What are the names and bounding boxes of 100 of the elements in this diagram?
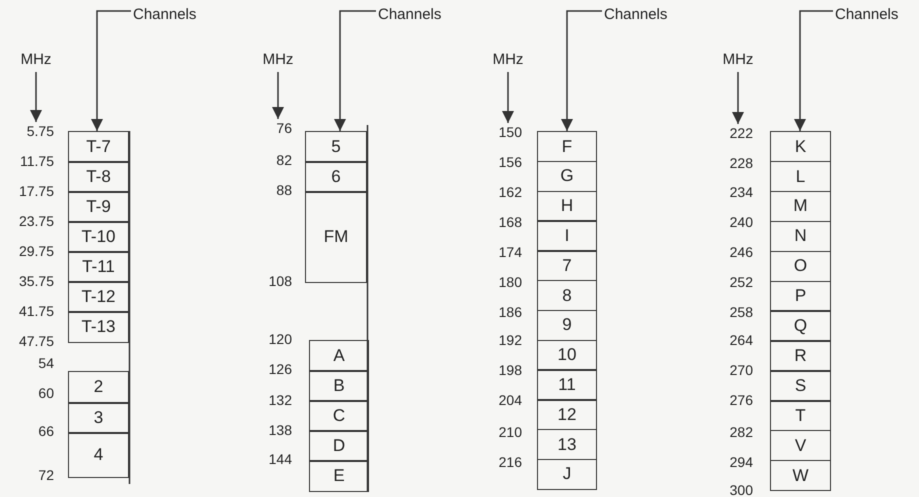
frequency-label: 162 bbox=[498, 184, 522, 200]
channel-box: 12 bbox=[537, 399, 597, 430]
frequency-label: 216 bbox=[498, 454, 522, 470]
axis-label: Channels bbox=[378, 6, 442, 24]
leader-arrow bbox=[91, 10, 131, 131]
channel-box: W bbox=[770, 460, 831, 492]
unit-label: MHz bbox=[262, 51, 294, 69]
frequency-label: 228 bbox=[730, 155, 753, 171]
arrow bbox=[732, 72, 744, 124]
leader-arrow bbox=[794, 10, 833, 131]
channel-box: H bbox=[537, 190, 597, 222]
frequency-label: 150 bbox=[498, 124, 522, 140]
frequency-label: 198 bbox=[498, 362, 522, 378]
channel-box: D bbox=[309, 430, 369, 462]
frequency-label: 258 bbox=[730, 304, 753, 320]
channel-box: O bbox=[770, 250, 831, 282]
leader-arrow bbox=[561, 10, 602, 131]
frequency-label: 264 bbox=[730, 332, 753, 348]
channel-box: T-8 bbox=[68, 161, 129, 192]
channel-box: 9 bbox=[537, 310, 597, 342]
leader-arrow bbox=[334, 10, 376, 131]
frequency-label: 210 bbox=[498, 424, 522, 440]
arrow bbox=[502, 72, 514, 123]
channel-box: Q bbox=[770, 310, 831, 342]
unit-label: MHz bbox=[20, 51, 52, 69]
channel-box: M bbox=[770, 190, 831, 222]
frequency-label: 222 bbox=[730, 125, 753, 141]
frequency-label: 234 bbox=[730, 184, 753, 200]
frequency-label: 276 bbox=[730, 392, 753, 408]
channel-box: R bbox=[770, 340, 831, 372]
frequency-label: 174 bbox=[498, 244, 522, 260]
frequency-label: 76 bbox=[276, 120, 292, 136]
channel-box: 7 bbox=[537, 250, 597, 282]
channel-box: T-13 bbox=[68, 311, 129, 342]
frequency-label: 204 bbox=[498, 392, 522, 408]
frequency-label: 54 bbox=[38, 355, 54, 371]
arrow bbox=[30, 72, 42, 122]
frequency-label: 138 bbox=[268, 422, 292, 438]
frequency-label: 60 bbox=[38, 385, 54, 401]
axis-label: Channels bbox=[835, 6, 898, 24]
channel-box: FM bbox=[305, 191, 367, 282]
frequency-label: 23.75 bbox=[18, 213, 54, 229]
frequency-label: 294 bbox=[730, 454, 753, 470]
unit-label: MHz bbox=[722, 51, 754, 69]
channel-box: T-9 bbox=[68, 191, 129, 222]
channel-box: T-11 bbox=[68, 251, 129, 282]
channel-box: C bbox=[309, 400, 369, 432]
channel-box: T-10 bbox=[68, 221, 129, 252]
frequency-label: 82 bbox=[276, 152, 292, 168]
channel-box: 2 bbox=[68, 371, 129, 404]
frequency-label: 88 bbox=[276, 182, 292, 198]
channel-box: G bbox=[537, 160, 597, 192]
frequency-label: 180 bbox=[498, 274, 522, 290]
frequency-label: 156 bbox=[498, 154, 522, 170]
channel-box: 6 bbox=[305, 161, 367, 192]
frequency-label: 126 bbox=[268, 361, 292, 377]
frequency-label: 17.75 bbox=[18, 183, 54, 199]
frequency-label: 252 bbox=[730, 274, 753, 290]
frequency-label: 240 bbox=[730, 214, 753, 230]
frequency-label: 41.75 bbox=[18, 303, 54, 319]
channel-box: V bbox=[770, 430, 831, 462]
axis-label: Channels bbox=[133, 6, 196, 24]
channel-box: T-7 bbox=[68, 131, 129, 162]
frequency-label: 29.75 bbox=[18, 243, 54, 259]
frequency-label: 108 bbox=[268, 273, 292, 289]
frequency-label: 47.75 bbox=[18, 333, 54, 349]
channel-box: K bbox=[770, 131, 831, 162]
channel-box: B bbox=[309, 370, 369, 402]
channel-box: P bbox=[770, 280, 831, 312]
unit-label: MHz bbox=[492, 51, 524, 69]
frequency-label: 270 bbox=[730, 362, 753, 378]
channel-box: T-12 bbox=[68, 281, 129, 312]
frequency-label: 35.75 bbox=[18, 273, 54, 289]
frequency-label: 144 bbox=[268, 451, 292, 467]
channel-box: T bbox=[770, 400, 831, 432]
axis-label: Channels bbox=[604, 6, 668, 24]
channel-box: N bbox=[770, 220, 831, 252]
frequency-label: 186 bbox=[498, 304, 522, 320]
arrow bbox=[272, 72, 284, 119]
channel-box: 4 bbox=[68, 432, 129, 478]
channel-box: A bbox=[309, 340, 369, 372]
frequency-label: 300 bbox=[730, 482, 753, 497]
channel-box: S bbox=[770, 370, 831, 402]
channel-box: 8 bbox=[537, 280, 597, 312]
channel-box: 10 bbox=[537, 340, 597, 371]
channel-box: 11 bbox=[537, 369, 597, 401]
frequency-label: 120 bbox=[268, 331, 292, 347]
channel-box: L bbox=[770, 160, 831, 192]
channel-box: 13 bbox=[537, 429, 597, 460]
channel-box: J bbox=[537, 458, 597, 490]
frequency-label: 168 bbox=[498, 214, 522, 230]
channel-box: 3 bbox=[68, 402, 129, 434]
frequency-label: 11.75 bbox=[20, 153, 54, 169]
frequency-label: 66 bbox=[38, 423, 54, 439]
frequency-label: 72 bbox=[38, 467, 54, 483]
frequency-label: 132 bbox=[268, 392, 292, 408]
frequency-label: 5.75 bbox=[26, 123, 54, 139]
frequency-label: 282 bbox=[730, 424, 753, 440]
channel-box: E bbox=[309, 460, 369, 492]
frequency-label: 246 bbox=[730, 244, 753, 260]
